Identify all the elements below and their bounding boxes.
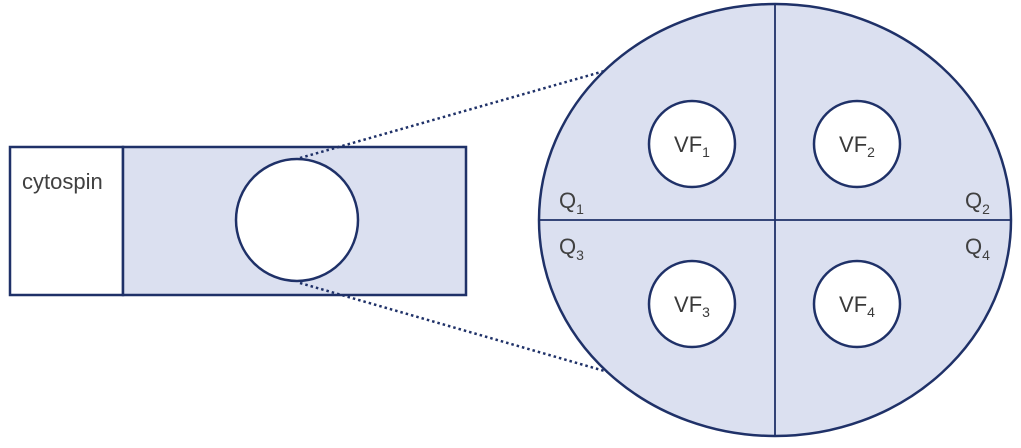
visual-field-circle (812, 99, 902, 189)
visual-field-label: VF4 (839, 292, 875, 320)
visual-field-circle (812, 259, 902, 349)
quadrant-label: Q2 (965, 188, 990, 217)
quadrant-label: Q3 (559, 234, 584, 263)
zoom-line-top (299, 68, 609, 160)
visual-field-label: VF1 (674, 132, 710, 160)
quadrant-label: Q1 (559, 188, 584, 217)
slide-label-area (8, 145, 125, 297)
visual-field-label: VF3 (674, 292, 710, 320)
cytospin-spot (234, 157, 360, 283)
visual-field-circle (647, 99, 737, 189)
visual-field-label: VF2 (839, 132, 875, 160)
visual-field-circle (647, 259, 737, 349)
quadrant-label: Q4 (965, 234, 990, 263)
slide-label: cytospin (22, 169, 103, 194)
zoom-line-bottom (299, 281, 609, 374)
